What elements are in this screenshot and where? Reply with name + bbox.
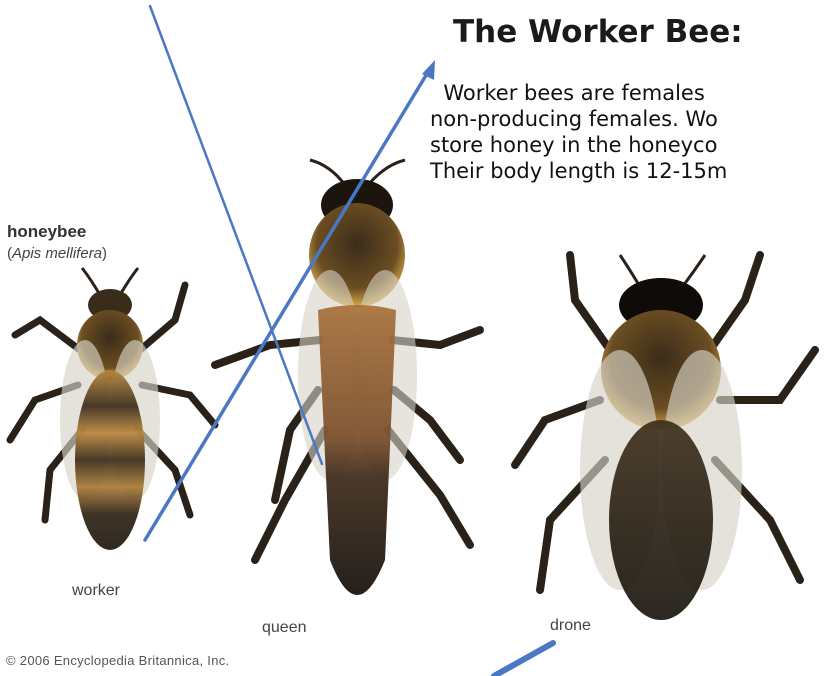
- label-queen: queen: [262, 619, 307, 637]
- species-latin-name: (Apis mellifera): [7, 245, 107, 262]
- species-name: honeybee: [7, 222, 86, 242]
- latin-name-italic: Apis mellifera: [12, 245, 102, 262]
- arrow-to-drone: [494, 643, 553, 676]
- label-drone: drone: [550, 617, 591, 635]
- copyright-notice: © 2006 Encyclopedia Britannica, Inc.: [6, 653, 229, 668]
- queen-bee: [215, 160, 480, 595]
- label-worker: worker: [72, 582, 120, 600]
- drone-bee: [515, 255, 815, 620]
- worker-bee: [10, 268, 215, 550]
